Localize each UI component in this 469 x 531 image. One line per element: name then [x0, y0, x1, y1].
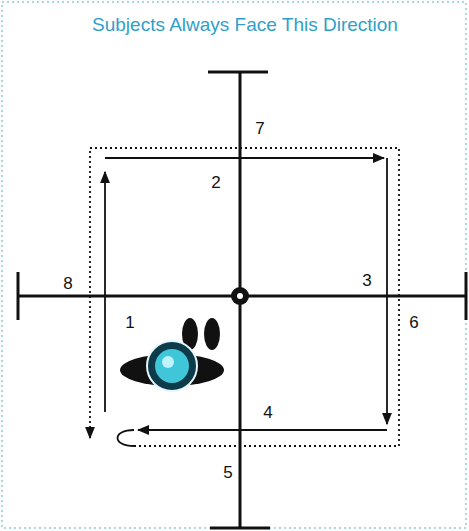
crosshair	[18, 72, 466, 528]
callout-number: 5	[223, 464, 232, 481]
dotted-path	[90, 148, 399, 446]
callout-number: 2	[211, 174, 220, 191]
callout-number: 6	[409, 314, 418, 331]
callout-number: 1	[125, 314, 134, 331]
center-dot	[237, 293, 243, 299]
callout-number: 4	[263, 404, 272, 421]
callout-number: 3	[362, 272, 371, 289]
solid-path	[105, 158, 387, 430]
diagram-title: Subjects Always Face This Direction	[92, 15, 398, 34]
subject-icon	[120, 318, 224, 391]
center-mark	[231, 287, 249, 305]
u-turn	[118, 430, 135, 446]
callout-number: 7	[255, 120, 264, 137]
callout-number: 8	[63, 275, 72, 292]
